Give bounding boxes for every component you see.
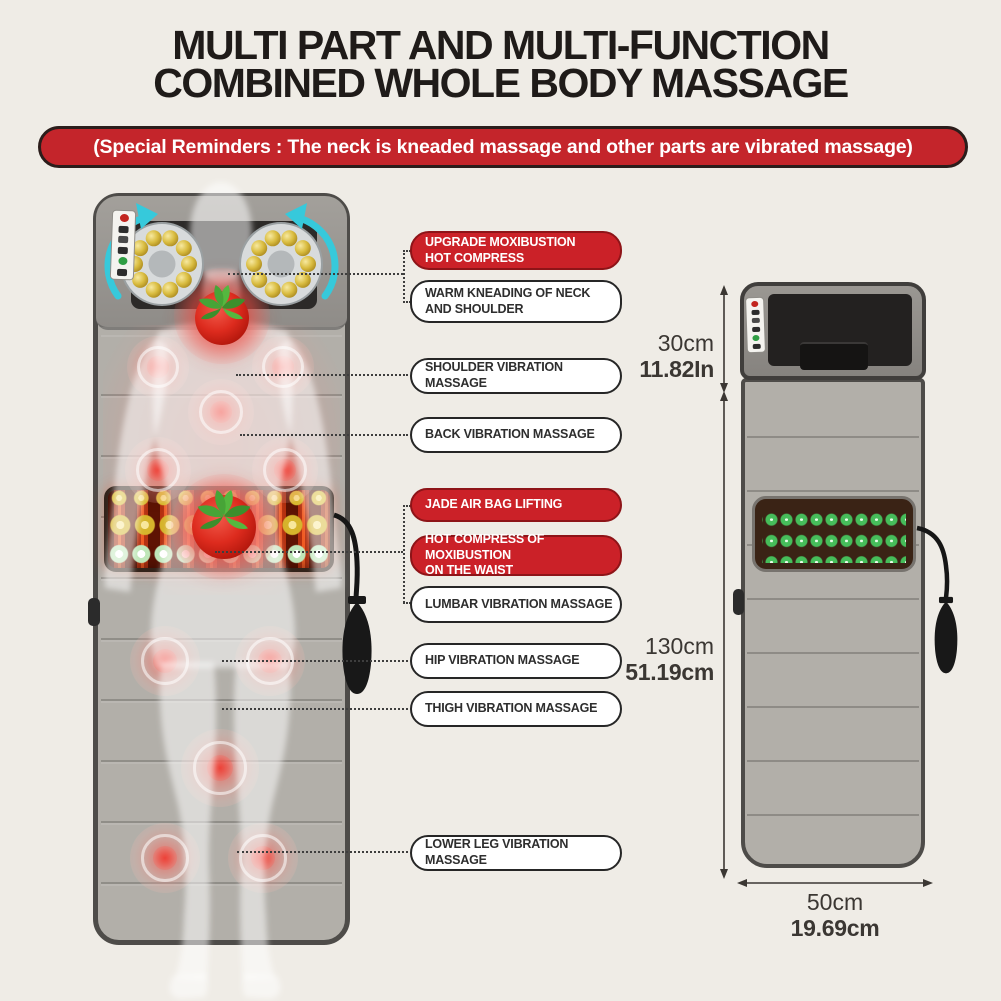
remote-button — [751, 326, 760, 332]
connector-line — [403, 602, 411, 604]
waist-massage-glow-left — [125, 437, 191, 503]
massage-mat-right-visual — [741, 378, 925, 868]
remote-button — [752, 334, 760, 341]
callout-thigh-vibration: THIGH VIBRATION MASSAGE — [410, 691, 622, 727]
lower-leg-massage-glow-right — [228, 823, 298, 893]
remote-button — [751, 318, 760, 324]
connector-line — [403, 301, 411, 303]
connector-line — [222, 660, 408, 662]
thigh-massage-glow — [181, 729, 259, 807]
connector-line — [236, 374, 408, 376]
connector-line — [403, 505, 405, 603]
remote-button — [118, 236, 129, 244]
dimension-value-metric: 50cm — [806, 889, 864, 915]
remote-power-button — [751, 301, 759, 308]
callout-lower-leg-vibration: LOWER LEG VIBRATION MASSAGE — [410, 835, 622, 871]
title-line-2: COMBINED WHOLE BODY MASSAGE — [153, 60, 849, 106]
remote-button — [117, 256, 128, 266]
shoulder-massage-glow-right — [252, 336, 314, 398]
dimension-value-imperial: 19.69cm — [790, 915, 880, 941]
connector-line — [403, 250, 411, 252]
connector-line — [403, 250, 405, 303]
callout-shoulder-vibration: SHOULDER VIBRATION MASSAGE — [410, 358, 622, 394]
pillow-pocket-flap — [800, 342, 868, 370]
callout-lumbar-vibration: LUMBAR VIBRATION MASSAGE — [410, 586, 622, 623]
remote-button — [750, 310, 760, 316]
hip-massage-glow-left — [130, 626, 200, 696]
jade-stone-panel — [752, 496, 916, 572]
page-title: MULTI PART AND MULTI-FUNCTION COMBINED W… — [0, 22, 1001, 106]
remote-button — [118, 225, 129, 234]
special-reminder-banner: (Special Reminders : The neck is kneaded… — [38, 126, 968, 168]
mat-segment-stripes — [747, 384, 919, 862]
mat-side-tab-left — [88, 598, 100, 626]
connector-line — [237, 851, 408, 853]
callout-hot-compress-waist: HOT COMPRESS OF MOXIBUSTION ON THE WAIST — [410, 532, 622, 577]
dimension-mat-height: 130cm 51.19cm — [616, 633, 714, 685]
dimension-pillow-height: 30cm 11.82In — [618, 330, 714, 382]
lower-leg-massage-glow-left — [130, 823, 200, 893]
jade-stones-grid — [762, 505, 906, 563]
connector-line — [215, 551, 403, 553]
dimension-value-metric: 130cm — [644, 633, 714, 659]
waist-hot-compress-core — [192, 495, 256, 559]
remote-control-right — [745, 296, 766, 354]
remote-button — [752, 343, 761, 349]
remote-button — [116, 268, 128, 276]
callout-upgrade-moxibustion-hot-compress: UPGRADE MOXIBUSTION HOT COMPRESS — [410, 231, 622, 270]
neck-hot-compress-core — [195, 291, 249, 345]
shoulder-massage-glow-left — [127, 336, 189, 398]
title-line-1: MULTI PART AND MULTI-FUNCTION — [172, 22, 830, 68]
remote-button — [117, 246, 128, 254]
connector-line — [222, 708, 408, 710]
dimension-value-imperial: 51.19cm — [625, 659, 714, 685]
dimension-mat-width: 50cm 19.69cm — [780, 889, 890, 941]
remote-power-button — [119, 214, 129, 223]
callout-warm-kneading-neck-shoulder: WARM KNEADING OF NECK AND SHOULDER — [410, 280, 622, 323]
callout-hip-vibration: HIP VIBRATION MASSAGE — [410, 643, 622, 679]
dimension-value-imperial: 11.82In — [639, 356, 714, 382]
callout-back-vibration: BACK VIBRATION MASSAGE — [410, 417, 622, 453]
callout-jade-air-bag-lifting: JADE AIR BAG LIFTING — [410, 488, 622, 522]
mat-side-tab-right — [733, 589, 744, 615]
connector-line — [403, 505, 411, 507]
dimension-value-metric: 30cm — [657, 330, 714, 356]
remote-control-left — [109, 209, 137, 281]
connector-line — [240, 434, 408, 436]
connector-line — [228, 273, 403, 275]
